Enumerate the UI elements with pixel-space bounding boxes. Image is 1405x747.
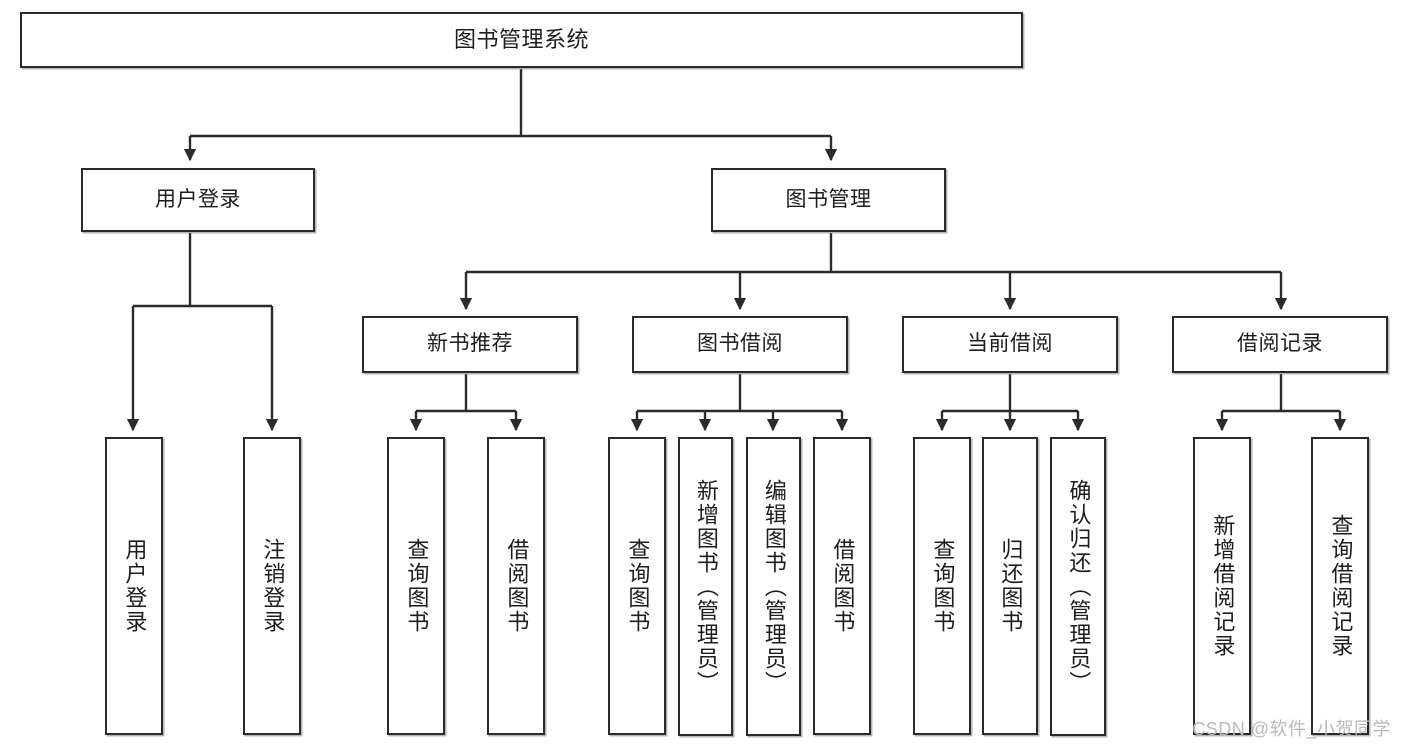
node-leaf-logout-login[interactable]: 注销登录: [243, 437, 301, 735]
node-leaf-query-book-3-label: 查询图书: [930, 538, 956, 634]
node-leaf-query-record-label: 查询借阅记录: [1328, 514, 1354, 658]
node-root-system[interactable]: 图书管理系统: [20, 12, 1023, 68]
node-leaf-user-login[interactable]: 用户登录: [105, 437, 163, 735]
node-leaf-borrow-book-1-label: 借阅图书: [504, 538, 530, 634]
node-leaf-confirm-return-label: 确认归还（管理员）: [1066, 478, 1092, 695]
node-borrow-record-label: 借阅记录: [1237, 332, 1323, 356]
node-leaf-edit-book-label: 编辑图书（管理员）: [761, 478, 787, 695]
node-leaf-return-book[interactable]: 归还图书: [982, 437, 1038, 735]
node-leaf-user-login-label: 用户登录: [122, 538, 148, 634]
node-leaf-query-book-2[interactable]: 查询图书: [608, 437, 666, 735]
node-leaf-query-book-1-label: 查询图书: [404, 538, 430, 634]
node-user-login-label: 用户登录: [155, 187, 241, 211]
node-leaf-query-book-1[interactable]: 查询图书: [387, 437, 445, 735]
node-leaf-add-book-label: 新增图书（管理员）: [693, 478, 719, 695]
node-root-system-label: 图书管理系统: [453, 27, 589, 53]
node-leaf-logout-login-label: 注销登录: [260, 538, 286, 634]
node-book-management-label: 图书管理: [785, 187, 872, 211]
node-leaf-add-record[interactable]: 新增借阅记录: [1193, 437, 1251, 735]
node-leaf-return-book-label: 归还图书: [998, 538, 1024, 634]
node-new-book-recommend[interactable]: 新书推荐: [362, 316, 578, 373]
node-leaf-add-book[interactable]: 新增图书（管理员）: [678, 437, 733, 736]
node-leaf-confirm-return[interactable]: 确认归还（管理员）: [1050, 437, 1106, 736]
node-leaf-query-book-3[interactable]: 查询图书: [913, 437, 971, 735]
node-leaf-borrow-book-2[interactable]: 借阅图书: [813, 437, 871, 735]
node-user-login[interactable]: 用户登录: [81, 168, 315, 232]
node-book-management[interactable]: 图书管理: [711, 168, 946, 232]
node-book-borrow-label: 图书借阅: [697, 332, 783, 356]
node-leaf-borrow-book-1[interactable]: 借阅图书: [487, 437, 545, 735]
node-book-borrow[interactable]: 图书借阅: [632, 316, 848, 373]
node-current-borrow-label: 当前借阅: [967, 332, 1053, 356]
node-leaf-query-record[interactable]: 查询借阅记录: [1311, 437, 1369, 735]
csdn-watermark: CSDN @软件_小贺同学: [1192, 719, 1391, 739]
node-current-borrow[interactable]: 当前借阅: [902, 316, 1118, 373]
node-leaf-add-record-label: 新增借阅记录: [1210, 514, 1236, 658]
node-new-book-recommend-label: 新书推荐: [427, 332, 513, 356]
node-borrow-record[interactable]: 借阅记录: [1172, 316, 1388, 373]
node-leaf-query-book-2-label: 查询图书: [625, 538, 651, 634]
node-leaf-borrow-book-2-label: 借阅图书: [830, 538, 856, 634]
node-leaf-edit-book[interactable]: 编辑图书（管理员）: [746, 437, 801, 736]
